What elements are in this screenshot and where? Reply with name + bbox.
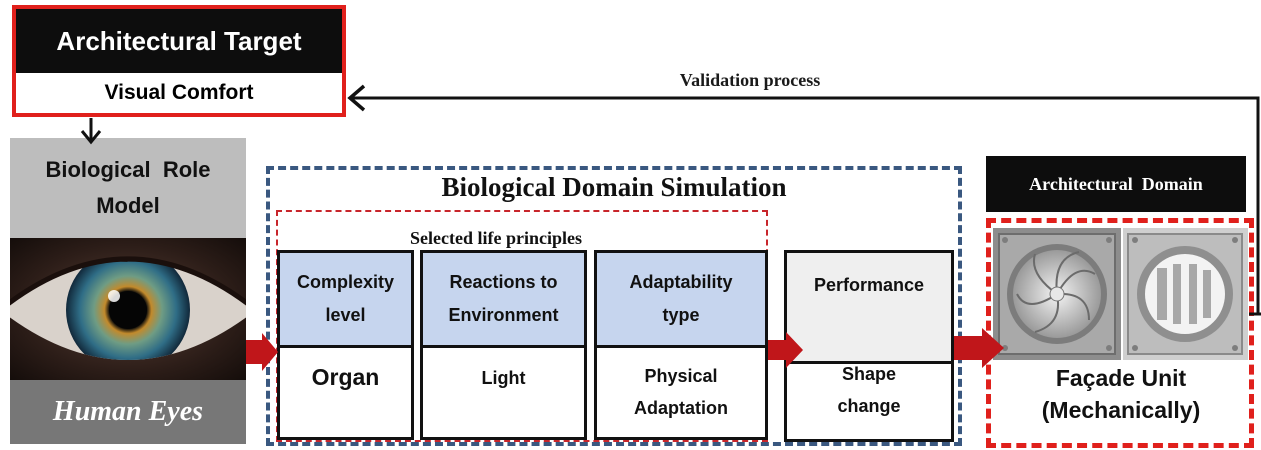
- facade-illustration: [993, 228, 1248, 360]
- validation-arrow-head: [347, 84, 366, 112]
- arrow-eye-to-domain-icon: [246, 333, 278, 371]
- reactions-value: Light: [423, 348, 584, 437]
- complexity-level-header: Complexity level: [280, 253, 411, 348]
- architectural-domain-title: Architectural Domain: [986, 156, 1246, 212]
- facade-unit-label: Façade Unit (Mechanically): [992, 362, 1250, 426]
- eye-illustration: [10, 238, 246, 380]
- arrow-to-facade-icon: [954, 328, 1004, 368]
- light-label: Light: [481, 368, 526, 388]
- adaptability-header-line1: Adaptability: [629, 272, 733, 292]
- arrow-to-performance-icon: [768, 332, 803, 368]
- facade-unit-line2: (Mechanically): [1041, 397, 1201, 423]
- biological-domain-title: Biological Domain Simulation: [441, 172, 787, 202]
- architectural-target-box: Architectural Target Visual Comfort: [12, 5, 346, 117]
- architectural-domain-frame: [986, 218, 1254, 448]
- shape-label: Shape: [841, 364, 897, 384]
- architectural-target-title: Architectural Target: [16, 9, 342, 73]
- complexity-level-column: Complexity level Organ: [277, 250, 414, 440]
- adaptation-label: Adaptation: [634, 398, 728, 418]
- performance-column: Performance Shape change: [784, 250, 954, 442]
- validation-connector: [350, 96, 1260, 314]
- performance-header-label: Performance: [813, 275, 925, 295]
- biological-domain-frame: [266, 166, 962, 446]
- reactions-header-line1: Reactions to: [449, 272, 558, 292]
- life-principles-label: Selected life principles: [410, 228, 582, 248]
- performance-value: Shape change: [787, 348, 951, 439]
- reactions-column: Reactions to Environment Light: [420, 250, 587, 440]
- organ-label: Organ: [311, 364, 380, 390]
- biological-role-model-box: Biological Role Model: [10, 138, 246, 238]
- facade-unit-line1: Façade Unit: [1055, 365, 1187, 391]
- biological-role-line1: Biological Role: [45, 157, 211, 182]
- biological-role-line2: Model: [96, 193, 160, 218]
- human-eye-image: [10, 238, 246, 380]
- adaptability-column: Adaptability type Physical Adaptation: [594, 250, 768, 440]
- change-label: change: [837, 396, 901, 416]
- adaptability-header: Adaptability type: [597, 253, 765, 348]
- performance-header: Performance: [787, 253, 951, 364]
- human-eyes-caption: Human Eyes: [10, 380, 246, 444]
- complexity-header-line2: level: [325, 305, 366, 325]
- physical-label: Physical: [644, 366, 718, 386]
- visual-comfort-label: Visual Comfort: [104, 81, 254, 104]
- down-arrow-icon: [80, 130, 102, 145]
- facade-unit-images: [993, 228, 1248, 360]
- complexity-level-value: Organ: [280, 348, 411, 437]
- reactions-header: Reactions to Environment: [423, 253, 584, 348]
- adaptability-value: Physical Adaptation: [597, 348, 765, 437]
- complexity-header-line1: Complexity: [296, 272, 395, 292]
- reactions-header-line2: Environment: [448, 305, 559, 325]
- adaptability-header-line2: type: [662, 305, 700, 325]
- validation-process-label: Validation process: [679, 70, 821, 90]
